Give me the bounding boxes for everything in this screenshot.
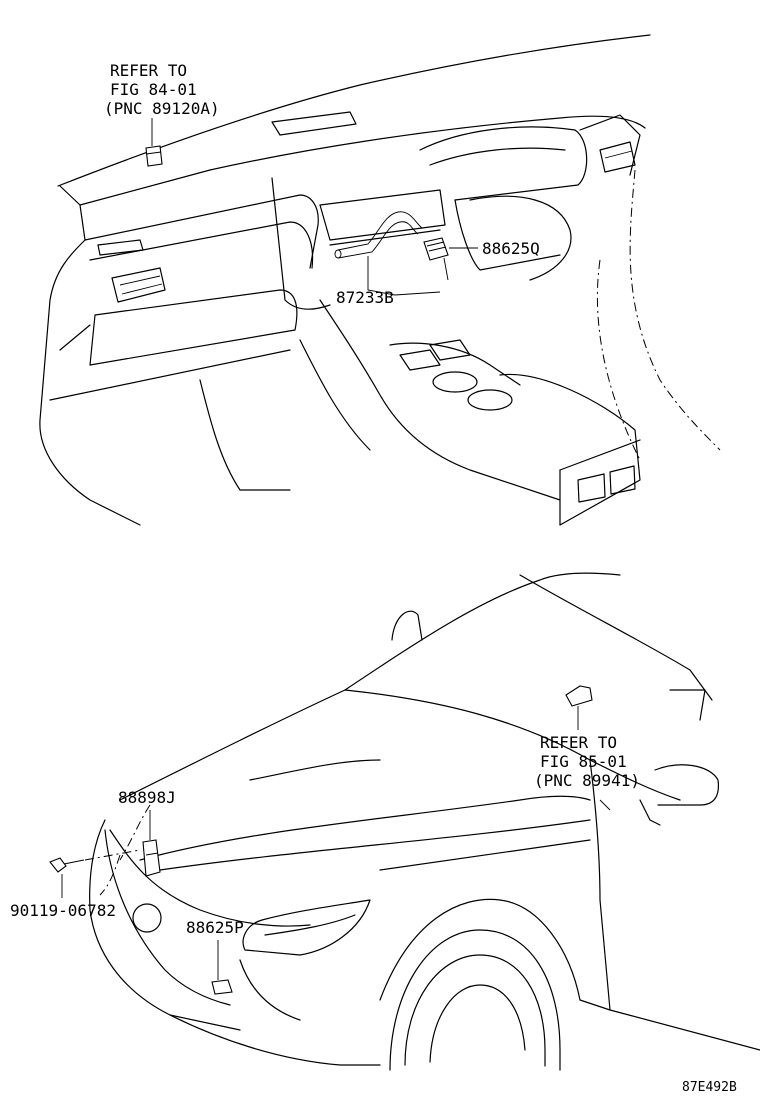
refer-lower-line-3: (PNC 89941): [534, 771, 640, 790]
part-label-87233b: 87233B: [336, 288, 394, 307]
part-label-88625p: 88625P: [186, 918, 244, 937]
part-label-90119-06782: 90119-06782: [10, 901, 116, 920]
dashboard-illustration: [39, 34, 721, 526]
part-label-88625q: 88625Q: [482, 239, 540, 258]
refer-upper-line-3: (PNC 89120A): [104, 99, 220, 118]
part-label-88898j: 88898J: [118, 788, 176, 807]
refer-lower-line-2: FIG 85-01: [540, 752, 627, 771]
refer-upper-line-2: FIG 84-01: [110, 80, 197, 99]
refer-upper-line-1: REFER TO: [110, 61, 187, 80]
figure-code: 87E492B: [682, 1080, 737, 1095]
refer-lower-line-1: REFER TO: [540, 733, 617, 752]
vehicle-illustration: [49, 572, 760, 1071]
